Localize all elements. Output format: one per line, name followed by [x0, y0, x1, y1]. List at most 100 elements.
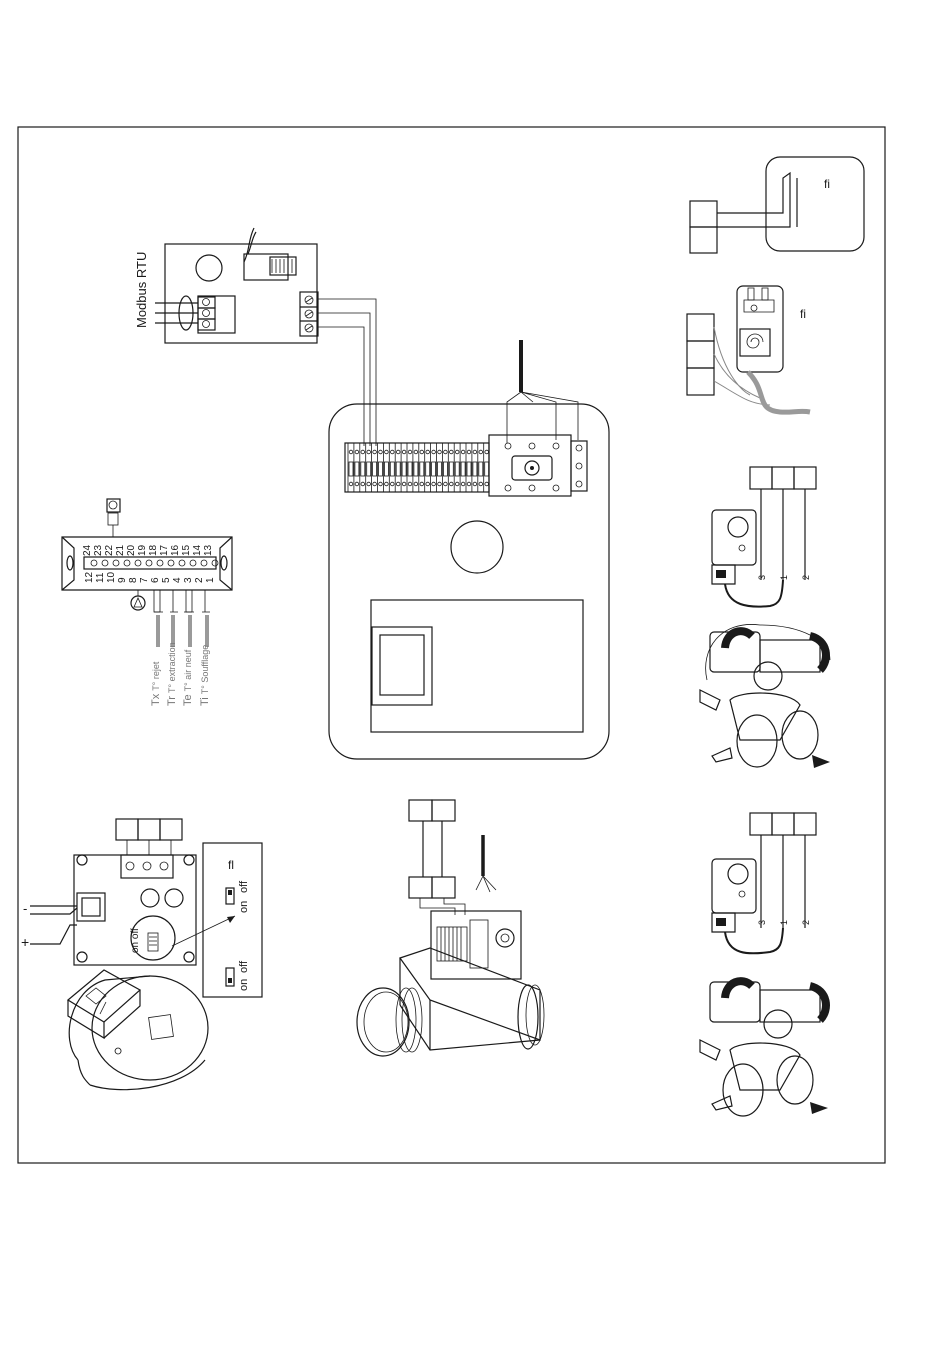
- dip-off-label-2: off: [238, 960, 250, 973]
- modbus-module: Modbus RTU: [134, 228, 318, 343]
- terminal-screw: [461, 450, 465, 454]
- terminal-screw: [385, 450, 389, 454]
- terminal-screw: [414, 450, 418, 454]
- terminal-screw: [485, 482, 489, 486]
- terminal-screw: [391, 482, 395, 486]
- terminal-slot: [396, 462, 400, 476]
- terminal-screw: [396, 450, 400, 454]
- terminal-screw: [367, 450, 371, 454]
- terminal-slot: [473, 462, 477, 476]
- terminal-slot: [414, 462, 418, 476]
- terminal-screw: [396, 482, 400, 486]
- terminal-screw: [444, 482, 448, 486]
- terminal-screw: [479, 482, 483, 486]
- terminal-screw: [408, 450, 412, 454]
- dip-panel-glyph: ﬂ: [228, 858, 234, 872]
- terminal-screw: [379, 482, 383, 486]
- terminal-slot: [420, 462, 424, 476]
- terminal-slot: [438, 462, 442, 476]
- valve-port-mark: 2: [801, 575, 811, 580]
- connector-pin-number: 14: [192, 544, 203, 556]
- connector-pin-number: 5: [161, 577, 172, 583]
- terminal-screw: [402, 482, 406, 486]
- valve-port-mark: 1: [779, 575, 789, 580]
- connector-pin-number: 16: [170, 544, 181, 556]
- connector-pin-number: 12: [84, 571, 95, 583]
- terminal-screw: [467, 450, 471, 454]
- terminal-screw: [450, 450, 454, 454]
- thermostat-glyph: ﬁ: [824, 177, 830, 191]
- damper-actuator: on off - +: [21, 819, 208, 1090]
- terminal-slot: [443, 462, 447, 476]
- terminal-screw: [361, 482, 365, 486]
- connector-pin-number: 19: [137, 544, 148, 556]
- terminal-slot: [485, 462, 489, 476]
- terminal-screw: [373, 482, 377, 486]
- terminal-slot: [461, 462, 465, 476]
- terminal-slot: [355, 462, 359, 476]
- terminal-screw: [349, 482, 353, 486]
- connector-pin-number: 21: [115, 544, 126, 556]
- connector-pin-number: 4: [172, 577, 183, 583]
- terminal-screw: [455, 482, 459, 486]
- valve-assembly-1: 3 1 2: [700, 467, 830, 768]
- terminal-slot: [373, 462, 377, 476]
- connector-pin-number: 11: [95, 572, 106, 583]
- terminal-screw: [391, 450, 395, 454]
- dip-switch-panel: ﬂ on off on off: [172, 843, 262, 997]
- connector-pin-number: 20: [126, 544, 137, 556]
- main-controller: [329, 340, 609, 759]
- terminal-slot: [384, 462, 388, 476]
- modbus-label: Modbus RTU: [134, 252, 149, 328]
- connector-pin-number: 3: [183, 577, 194, 583]
- terminal-screw: [379, 450, 383, 454]
- connector-pin: [146, 560, 152, 566]
- connector-pin: [201, 560, 207, 566]
- terminal-slot: [379, 462, 383, 476]
- thermostat-wiring: ﬁ: [690, 157, 864, 253]
- sensor-label: Ti T° Soufflage: [199, 645, 211, 706]
- terminal-screw: [349, 450, 353, 454]
- dip-on-label-2: on: [238, 979, 250, 991]
- terminal-screw: [432, 450, 436, 454]
- sensor-label: Te T° air neuf: [182, 649, 194, 706]
- connector-pin-number: 23: [93, 544, 104, 556]
- terminal-slot: [361, 462, 365, 476]
- valve-port-mark: 3: [757, 920, 767, 925]
- terminal-screw: [467, 482, 471, 486]
- terminal-slot: [390, 462, 394, 476]
- terminal-screw: [461, 482, 465, 486]
- connector-pin: [102, 560, 108, 566]
- sensor-label: Tr T° extraction: [166, 642, 178, 706]
- connector-pin-number: 18: [148, 544, 159, 556]
- connector-pin: [212, 560, 218, 566]
- terminal-slot: [367, 462, 371, 476]
- connector-pin: [124, 560, 130, 566]
- valve-port-mark: 3: [757, 575, 767, 580]
- terminal-slot: [479, 462, 483, 476]
- terminal-screw: [420, 450, 424, 454]
- connector-pin: [135, 560, 141, 566]
- connector-pin-number: 9: [117, 577, 128, 583]
- connector-pin-number: 1: [205, 577, 216, 583]
- terminal-screw: [438, 482, 442, 486]
- terminal-screw: [420, 482, 424, 486]
- terminal-screw: [426, 450, 430, 454]
- valve-port-mark: 2: [801, 920, 811, 925]
- connector-pin: [179, 560, 185, 566]
- terminal-screw: [355, 482, 359, 486]
- connector-pin-number: 22: [104, 544, 115, 556]
- terminal-screw: [450, 482, 454, 486]
- connector-pin-number: 15: [181, 544, 192, 556]
- terminal-screw: [426, 482, 430, 486]
- pressostat-glyph: ﬁ: [800, 307, 806, 321]
- terminal-slot: [408, 462, 412, 476]
- terminal-screw: [438, 450, 442, 454]
- connector-pin: [190, 560, 196, 566]
- terminal-slot: [349, 462, 353, 476]
- terminal-screw: [455, 450, 459, 454]
- dip-on-label-1: on: [238, 901, 250, 913]
- connector-pin-number: 13: [203, 544, 214, 556]
